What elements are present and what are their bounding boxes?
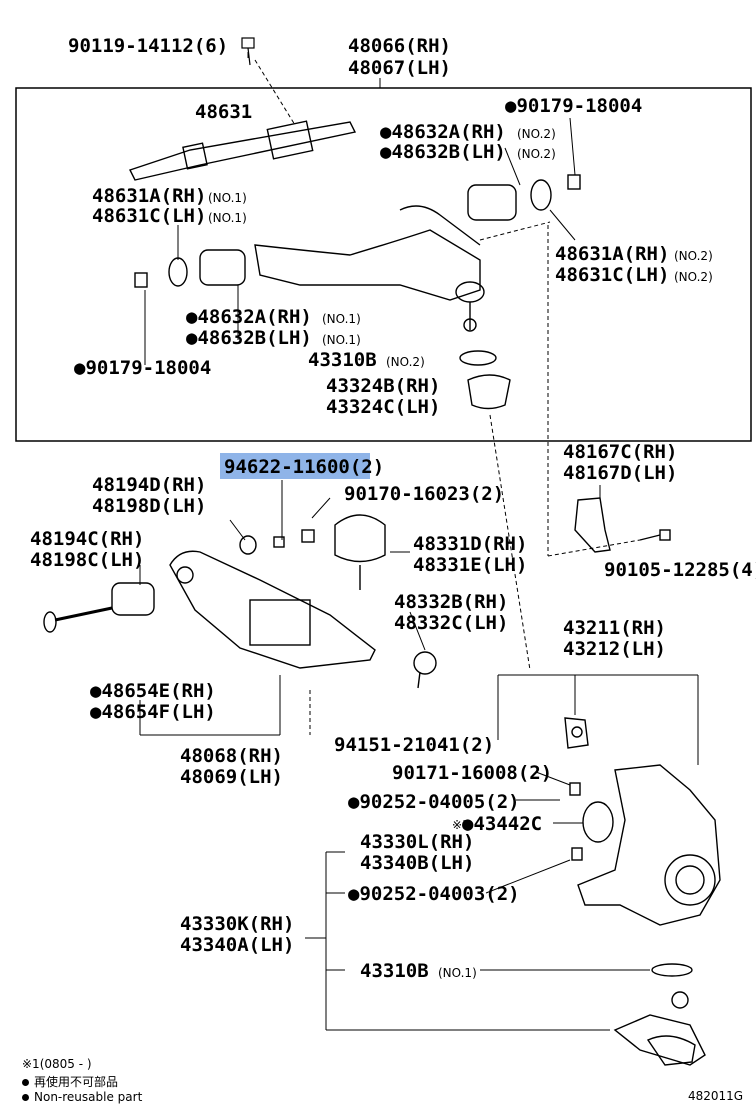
label-48194c[interactable]: 48194C(RH) — [30, 528, 144, 550]
label-43340a[interactable]: 43340A(LH) — [180, 934, 294, 956]
footnote-1: ※1(0805 - ) — [22, 1057, 92, 1071]
footnote-3: Non-reusable part — [22, 1090, 142, 1104]
label-48632b-top[interactable]: ●48632B(LH) — [380, 141, 506, 163]
steering-knuckle-shape — [564, 717, 721, 926]
label-43442c[interactable]: ●43442C — [462, 813, 542, 835]
label-48631c-left[interactable]: 48631C(LH) — [92, 205, 206, 227]
label-48198d[interactable]: 48198D(LH) — [92, 495, 206, 517]
label-48631[interactable]: 48631 — [195, 101, 252, 123]
label-48194d[interactable]: 48194D(RH) — [92, 474, 206, 496]
label-48654e[interactable]: ●48654E(RH) — [90, 680, 216, 702]
label-48332b[interactable]: 48332B(RH) — [394, 591, 508, 613]
label-43310b-no2-no: (NO.2) — [386, 355, 425, 369]
label-48066[interactable]: 48066(RH) — [348, 35, 451, 57]
label-43330l[interactable]: 43330L(RH) — [360, 831, 474, 853]
label-48631a-right-no: (NO.2) — [674, 249, 713, 263]
footnote-1-text: (0805 - ) — [39, 1057, 92, 1071]
upper-control-arm-shape — [129, 120, 485, 332]
lower-ball-joint-shape — [613, 963, 706, 1066]
label-90179-18004-bottom[interactable]: ●90179-18004 — [74, 357, 211, 379]
label-48632a-mid[interactable]: ●48632A(RH) — [186, 306, 312, 328]
label-48068[interactable]: 48068(RH) — [180, 745, 283, 767]
label-48631c-right-no: (NO.2) — [674, 270, 713, 284]
leader-lines-upper — [144, 52, 576, 671]
bolt-icon — [241, 37, 255, 66]
label-90252-04005[interactable]: ●90252-04005(2) — [348, 791, 520, 813]
label-48631c-right[interactable]: 48631C(LH) — [555, 264, 669, 286]
label-48631a-left-no: (NO.1) — [208, 191, 247, 205]
label-43330k[interactable]: 43330K(RH) — [180, 913, 294, 935]
label-90170-16023[interactable]: 90170-16023(2) — [344, 483, 504, 505]
labels: 90119-14112(6) 48066(RH) 48067(LH) 48631… — [30, 35, 756, 1103]
label-48632a-top-no: (NO.2) — [517, 127, 556, 141]
footnote-2-text: 再使用不可部品 — [34, 1075, 119, 1089]
label-48632b-top-no: (NO.2) — [517, 147, 556, 161]
label-48631c-left-no: (NO.1) — [208, 211, 247, 225]
label-90179-18004-top[interactable]: ●90179-18004 — [505, 95, 642, 117]
label-48654f[interactable]: ●48654F(LH) — [90, 701, 216, 723]
label-43310b-no2[interactable]: 43310B — [308, 349, 377, 371]
label-43324b[interactable]: 43324B(RH) — [326, 375, 440, 397]
label-48067[interactable]: 48067(LH) — [348, 57, 451, 79]
label-48632a-top[interactable]: ●48632A(RH) — [380, 121, 506, 143]
label-48332c[interactable]: 48332C(LH) — [394, 612, 508, 634]
diagram-code: 482011G — [688, 1089, 743, 1103]
label-48167c[interactable]: 48167C(RH) — [563, 441, 677, 463]
label-43324c[interactable]: 43324C(LH) — [326, 396, 440, 418]
label-48331e[interactable]: 48331E(LH) — [413, 554, 527, 576]
label-94151-21041[interactable]: 94151-21041(2) — [334, 734, 494, 756]
label-48631a-left[interactable]: 48631A(RH) — [92, 185, 206, 207]
label-90105-12285[interactable]: 90105-12285(4) — [604, 559, 756, 581]
bushing-pair-upper — [134, 174, 581, 410]
label-90171-16008[interactable]: 90171-16008(2) — [392, 762, 552, 784]
label-48069[interactable]: 48069(LH) — [180, 766, 283, 788]
label-90252-04003[interactable]: ●90252-04003(2) — [348, 883, 520, 905]
label-43211[interactable]: 43211(RH) — [563, 617, 666, 639]
label-90119-14112[interactable]: 90119-14112(6) — [68, 35, 228, 57]
label-48167d[interactable]: 48167D(LH) — [563, 462, 677, 484]
bullet-icon — [22, 1079, 29, 1086]
label-43442c-mark: ※1 — [452, 818, 470, 832]
footnote-1-mark: ※1 — [22, 1057, 40, 1071]
label-48632a-mid-no: (NO.1) — [322, 312, 361, 326]
label-48632b-mid-no: (NO.1) — [322, 333, 361, 347]
label-48331d[interactable]: 48331D(RH) — [413, 533, 527, 555]
label-48631a-right[interactable]: 48631A(RH) — [555, 243, 669, 265]
leader-lines-lower — [139, 480, 699, 1031]
label-48632b-mid[interactable]: ●48632B(LH) — [186, 327, 312, 349]
label-94622-11600-highlighted[interactable]: 94622-11600(2) — [224, 456, 384, 478]
label-43340b[interactable]: 43340B(LH) — [360, 852, 474, 874]
bracket-48167-shape — [574, 497, 671, 553]
label-43212[interactable]: 43212(LH) — [563, 638, 666, 660]
label-43310b-no1-no: (NO.1) — [438, 966, 477, 980]
footnote-2: 再使用不可部品 — [22, 1073, 118, 1090]
highlight-box — [220, 453, 370, 479]
footnote-3-text: Non-reusable part — [34, 1090, 143, 1104]
lower-control-arm-shape — [43, 514, 437, 689]
label-48198c[interactable]: 48198C(LH) — [30, 549, 144, 571]
upper-arm-group-frame — [15, 87, 752, 442]
label-43310b-no1[interactable]: 43310B — [360, 960, 429, 982]
bullet-icon — [22, 1094, 29, 1101]
